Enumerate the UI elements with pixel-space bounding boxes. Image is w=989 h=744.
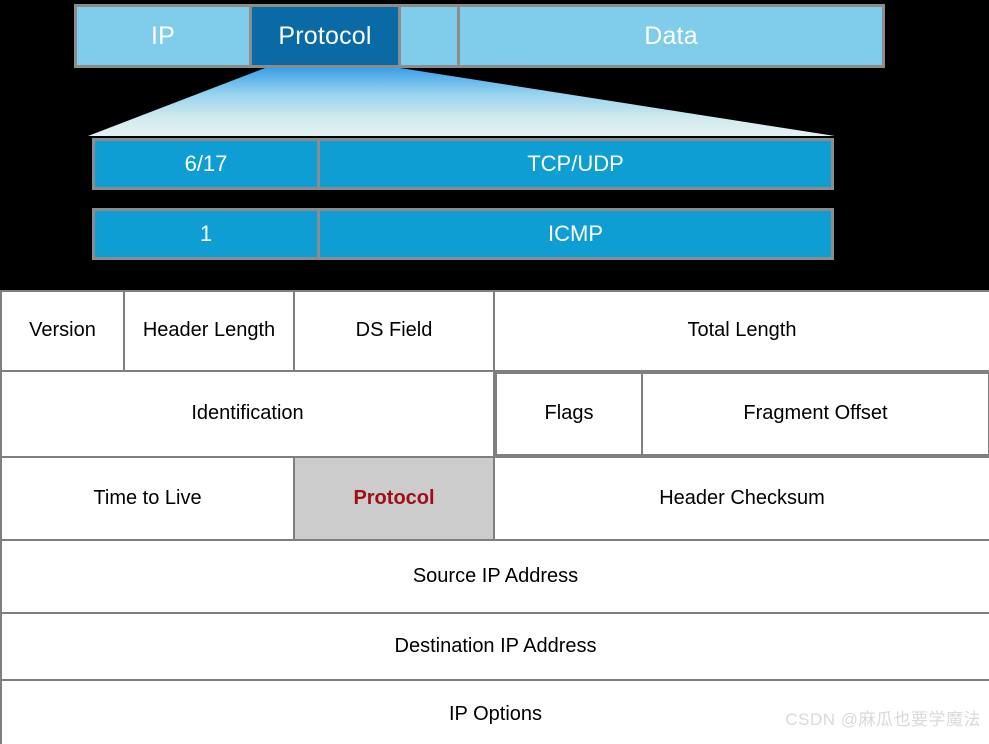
field-source-ip-address: Source IP Address <box>0 539 989 614</box>
table-row: IP Options <box>0 679 989 744</box>
field-flags-fragment-group: Flags Fragment Offset <box>494 371 989 457</box>
field-total-length: Total Length <box>493 290 989 372</box>
table-row: Source IP Address <box>0 539 989 614</box>
field-destination-ip-address: Destination IP Address <box>0 612 989 681</box>
field-ip-options: IP Options <box>0 679 989 744</box>
protocol-expansion-row: 6/17 TCP/UDP <box>92 138 834 190</box>
ip-header-table: Version Header Length DS Field Total Len… <box>0 290 989 744</box>
protocol-name-label: TCP/UDP <box>527 151 624 176</box>
field-flags: Flags <box>495 372 643 456</box>
field-fragment-offset: Fragment Offset <box>641 372 989 456</box>
protocol-name-cell: ICMP <box>317 208 834 260</box>
packet-segment-ip-label: IP <box>150 21 176 50</box>
table-row: Destination IP Address <box>0 612 989 681</box>
table-row: Identification Flags Fragment Offset <box>0 370 989 458</box>
table-row: Time to Live Protocol Header Checksum <box>0 456 989 541</box>
field-ds-field: DS Field <box>293 290 495 372</box>
protocol-name-label: ICMP <box>548 221 603 246</box>
packet-strip: IP Protocol Data <box>74 4 885 68</box>
protocol-number-label: 6/17 <box>184 151 228 176</box>
protocol-number-cell: 6/17 <box>92 138 320 190</box>
table-row: Version Header Length DS Field Total Len… <box>0 290 989 372</box>
field-header-checksum: Header Checksum <box>493 456 989 541</box>
packet-segment-protocol: Protocol <box>249 4 401 68</box>
field-header-length: Header Length <box>123 290 295 372</box>
packet-segment-ip: IP <box>74 4 252 68</box>
protocol-number-label: 1 <box>199 221 213 246</box>
field-protocol-highlighted: Protocol <box>293 456 495 541</box>
packet-segment-blank <box>398 4 460 68</box>
expansion-funnel-icon <box>80 68 850 140</box>
field-time-to-live: Time to Live <box>0 456 295 541</box>
protocol-expansion-row: 1 ICMP <box>92 208 834 260</box>
packet-segment-data: Data <box>457 4 885 68</box>
packet-segment-protocol-label: Protocol <box>278 21 372 50</box>
protocol-name-cell: TCP/UDP <box>317 138 834 190</box>
field-identification: Identification <box>0 370 495 458</box>
packet-segment-data-label: Data <box>644 21 698 50</box>
field-version: Version <box>0 290 125 372</box>
protocol-number-cell: 1 <box>92 208 320 260</box>
